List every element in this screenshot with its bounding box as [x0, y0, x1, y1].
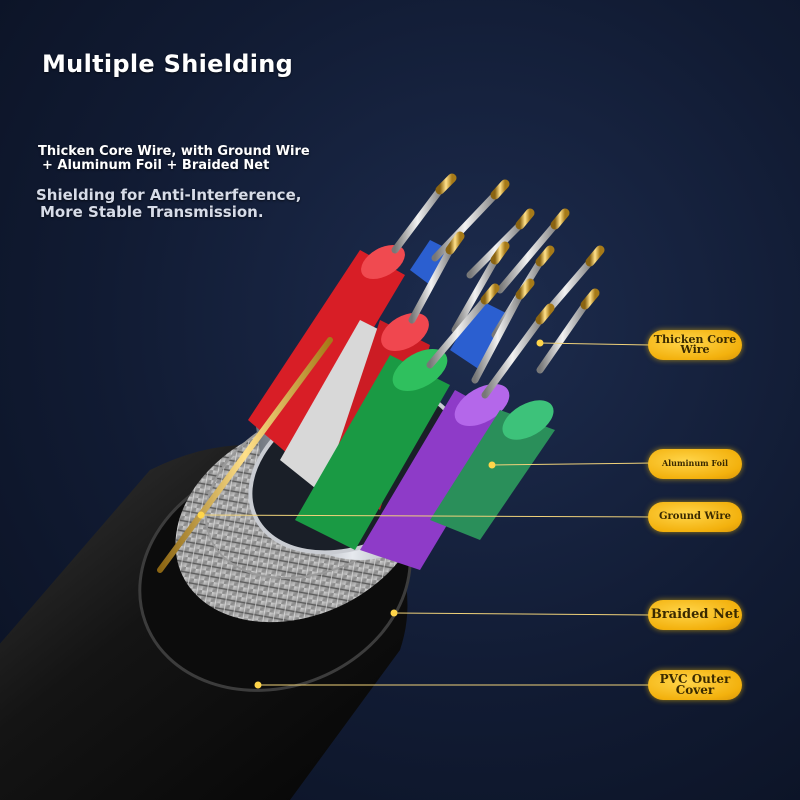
ground-wire: [157, 337, 333, 573]
page-title: Multiple Shielding: [42, 50, 294, 78]
callout-leaders: [197, 339, 653, 689]
feature-line-2: + Aluminum Foil + Braided Net: [42, 158, 270, 173]
tagline: Shielding for Anti-Interference, More St…: [36, 187, 301, 221]
callout-pvc-outer-cover: PVC Outer Cover: [648, 670, 742, 700]
callout-ground-wire: Ground Wire: [648, 502, 742, 532]
tagline-line-2: More Stable Transmission.: [40, 203, 264, 221]
callout-braided-net: Braided Net: [648, 600, 742, 630]
core-wires: [248, 240, 555, 570]
callout-thicken-core-wire: Thicken Core Wire: [648, 330, 742, 360]
gold-pins: [391, 173, 605, 399]
feature-line-1: Thicken Core Wire, with Ground Wire: [38, 144, 310, 159]
tagline-line-1: Shielding for Anti-Interference,: [36, 186, 302, 204]
callout-aluminum-foil: Aluminum Foil: [648, 449, 742, 479]
feature-list: Thicken Core Wire, with Ground Wire + Al…: [38, 145, 310, 173]
